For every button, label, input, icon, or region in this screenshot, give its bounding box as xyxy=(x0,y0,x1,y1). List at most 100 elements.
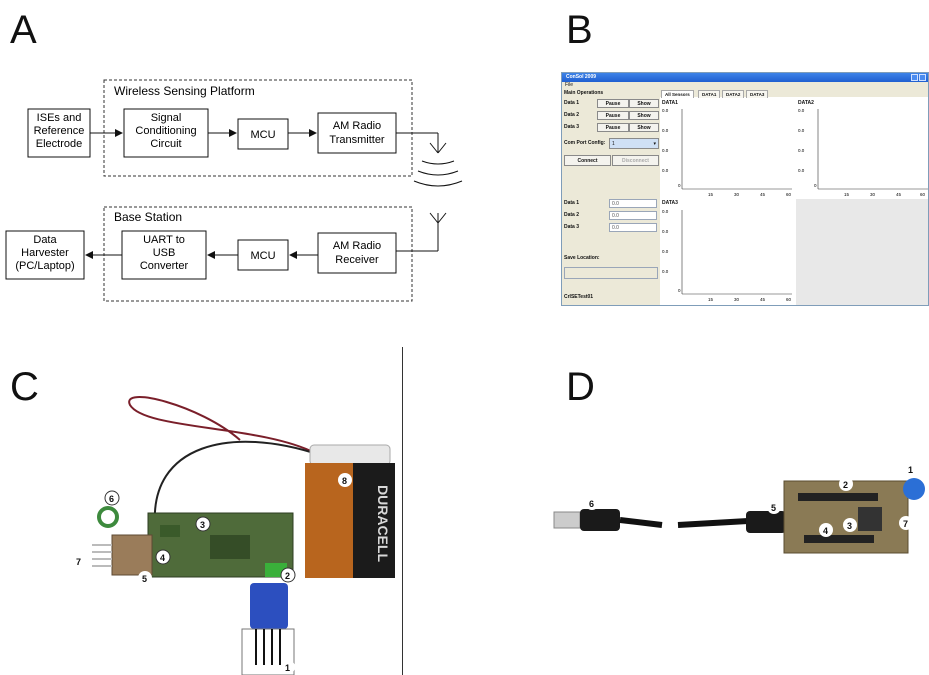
callout-8: 8 xyxy=(338,473,352,487)
software-window: ConSol 2009 File Main Operations Data 1 … xyxy=(561,72,929,306)
reading-label: Data 1 xyxy=(564,200,580,206)
callout-2: 2 xyxy=(839,477,853,491)
x-tick-label: 15 xyxy=(708,192,714,197)
pause-button[interactable]: Pause xyxy=(597,99,629,108)
panel-label-a: A xyxy=(10,8,37,52)
show-button[interactable]: Show xyxy=(629,111,659,120)
empty-chart-slot xyxy=(796,199,928,305)
base-station-label: Base Station xyxy=(114,210,182,224)
chart-data2: 0.0 0.0 0.0 0.0 0 15 30 45 60 xyxy=(798,108,928,197)
minimize-button[interactable] xyxy=(911,74,918,81)
callout-1: 1 xyxy=(908,465,913,475)
y-tick-label: 0.0 xyxy=(798,108,805,113)
tab-data1[interactable]: DATA1 xyxy=(698,90,721,98)
x-tick-label: 30 xyxy=(734,297,740,302)
callout-4: 4 xyxy=(155,549,171,565)
svg-text:ISEs and: ISEs and xyxy=(37,112,82,124)
x-tick-label: 60 xyxy=(920,192,926,197)
svg-text:Signal: Signal xyxy=(151,112,182,124)
tab-all-sensors[interactable]: All Sensors xyxy=(661,90,694,98)
x-tick-label: 45 xyxy=(760,192,766,197)
pause-button[interactable]: Pause xyxy=(597,123,629,132)
data-row-label: Data 2 xyxy=(564,112,580,118)
file-name-label: CrISETest01 xyxy=(564,294,594,300)
svg-text:Transmitter: Transmitter xyxy=(329,134,385,146)
reading-field[interactable]: 0.0 xyxy=(609,223,657,232)
y-tick-label: 0.0 xyxy=(662,168,669,173)
blue-component xyxy=(903,478,925,500)
svg-text:Converter: Converter xyxy=(140,260,189,272)
svg-text:3: 3 xyxy=(200,520,205,530)
svg-text:MCU: MCU xyxy=(250,250,275,262)
show-button[interactable]: Show xyxy=(629,99,659,108)
panel-label-b: B xyxy=(566,8,593,52)
uart-usb-block: UART to USB Converter xyxy=(121,230,207,280)
panel-label-c: C xyxy=(10,365,39,409)
y-tick-label: 0 xyxy=(678,288,681,293)
y-tick-label: 0.0 xyxy=(798,168,805,173)
base-station-photo: 1 2 3 4 5 6 7 xyxy=(553,465,925,554)
svg-text:7: 7 xyxy=(76,557,81,567)
callout-7: 7 xyxy=(76,557,81,567)
y-tick-label: 0.0 xyxy=(662,128,669,133)
chart-data3: 0.0 0.0 0.0 0.0 0 15 30 45 60 xyxy=(662,209,792,302)
svg-text:(PC/Laptop): (PC/Laptop) xyxy=(15,260,74,272)
signal-conditioning-block: Signal Conditioning Circuit xyxy=(123,108,209,158)
panel-label-d: D xyxy=(566,365,595,409)
panel-divider xyxy=(402,347,403,675)
x-tick-label: 15 xyxy=(708,297,714,302)
callout-6: 6 xyxy=(585,496,599,510)
reading-field[interactable]: 0.0 xyxy=(609,199,657,208)
pause-button[interactable]: Pause xyxy=(597,111,629,120)
com-port-label: Com Port Config: xyxy=(564,140,606,146)
svg-text:Conditioning: Conditioning xyxy=(135,125,196,137)
x-tick-label: 30 xyxy=(734,192,740,197)
com-port-select[interactable]: 1 ▾ xyxy=(609,138,659,149)
chart-title: DATA1 xyxy=(662,100,678,106)
tab-data2[interactable]: DATA2 xyxy=(722,90,745,98)
svg-text:Circuit: Circuit xyxy=(150,138,181,150)
svg-text:3: 3 xyxy=(847,521,852,531)
connect-button[interactable]: Connect xyxy=(564,155,611,166)
battery-9v: DURACELL xyxy=(305,444,395,578)
y-tick-label: 0.0 xyxy=(662,249,669,254)
disconnect-button[interactable]: Disconnect xyxy=(612,155,659,166)
save-location-field[interactable] xyxy=(564,267,658,279)
y-tick-label: 0.0 xyxy=(662,229,669,234)
x-tick-label: 60 xyxy=(786,297,792,302)
chart-title: DATA3 xyxy=(662,200,678,206)
window-title: ConSol 2009 xyxy=(566,74,597,80)
mcu-top-block: MCU xyxy=(237,118,289,150)
svg-text:AM Radio: AM Radio xyxy=(333,240,381,252)
y-tick-label: 0.0 xyxy=(798,148,805,153)
callout-4: 4 xyxy=(819,523,833,537)
main-operations-header: Main Operations xyxy=(564,90,604,96)
x-tick-label: 15 xyxy=(844,192,850,197)
svg-text:5: 5 xyxy=(142,574,147,584)
show-button[interactable]: Show xyxy=(629,123,659,132)
maximize-button[interactable] xyxy=(919,74,926,81)
data-harvester-block: Data Harvester (PC/Laptop) xyxy=(5,230,85,280)
callout-6: 6 xyxy=(104,490,120,506)
sensing-platform-photo: DURACELL 1 2 3 4 5 6 7 8 xyxy=(76,396,395,675)
svg-text:6: 6 xyxy=(109,494,114,504)
chevron-down-icon: ▾ xyxy=(653,141,656,147)
wireless-platform-group xyxy=(103,79,413,177)
x-tick-label: 60 xyxy=(786,192,792,197)
svg-text:8: 8 xyxy=(342,476,347,486)
y-tick-label: 0.0 xyxy=(662,209,669,214)
chart-title: DATA2 xyxy=(798,100,814,106)
y-tick-label: 0 xyxy=(678,183,681,188)
svg-text:Reference: Reference xyxy=(34,125,85,137)
callout-2: 2 xyxy=(280,567,296,583)
svg-text:AM Radio: AM Radio xyxy=(333,120,381,132)
y-tick-label: 0.0 xyxy=(662,269,669,274)
transmit-antenna-icon xyxy=(396,132,463,187)
y-tick-label: 0 xyxy=(814,183,817,188)
tab-data3[interactable]: DATA3 xyxy=(746,90,769,98)
svg-text:Data: Data xyxy=(33,234,57,246)
menu-file[interactable]: File xyxy=(562,82,928,89)
connector-module xyxy=(111,534,153,576)
reading-field[interactable]: 0.0 xyxy=(609,211,657,220)
svg-text:4: 4 xyxy=(160,553,165,563)
